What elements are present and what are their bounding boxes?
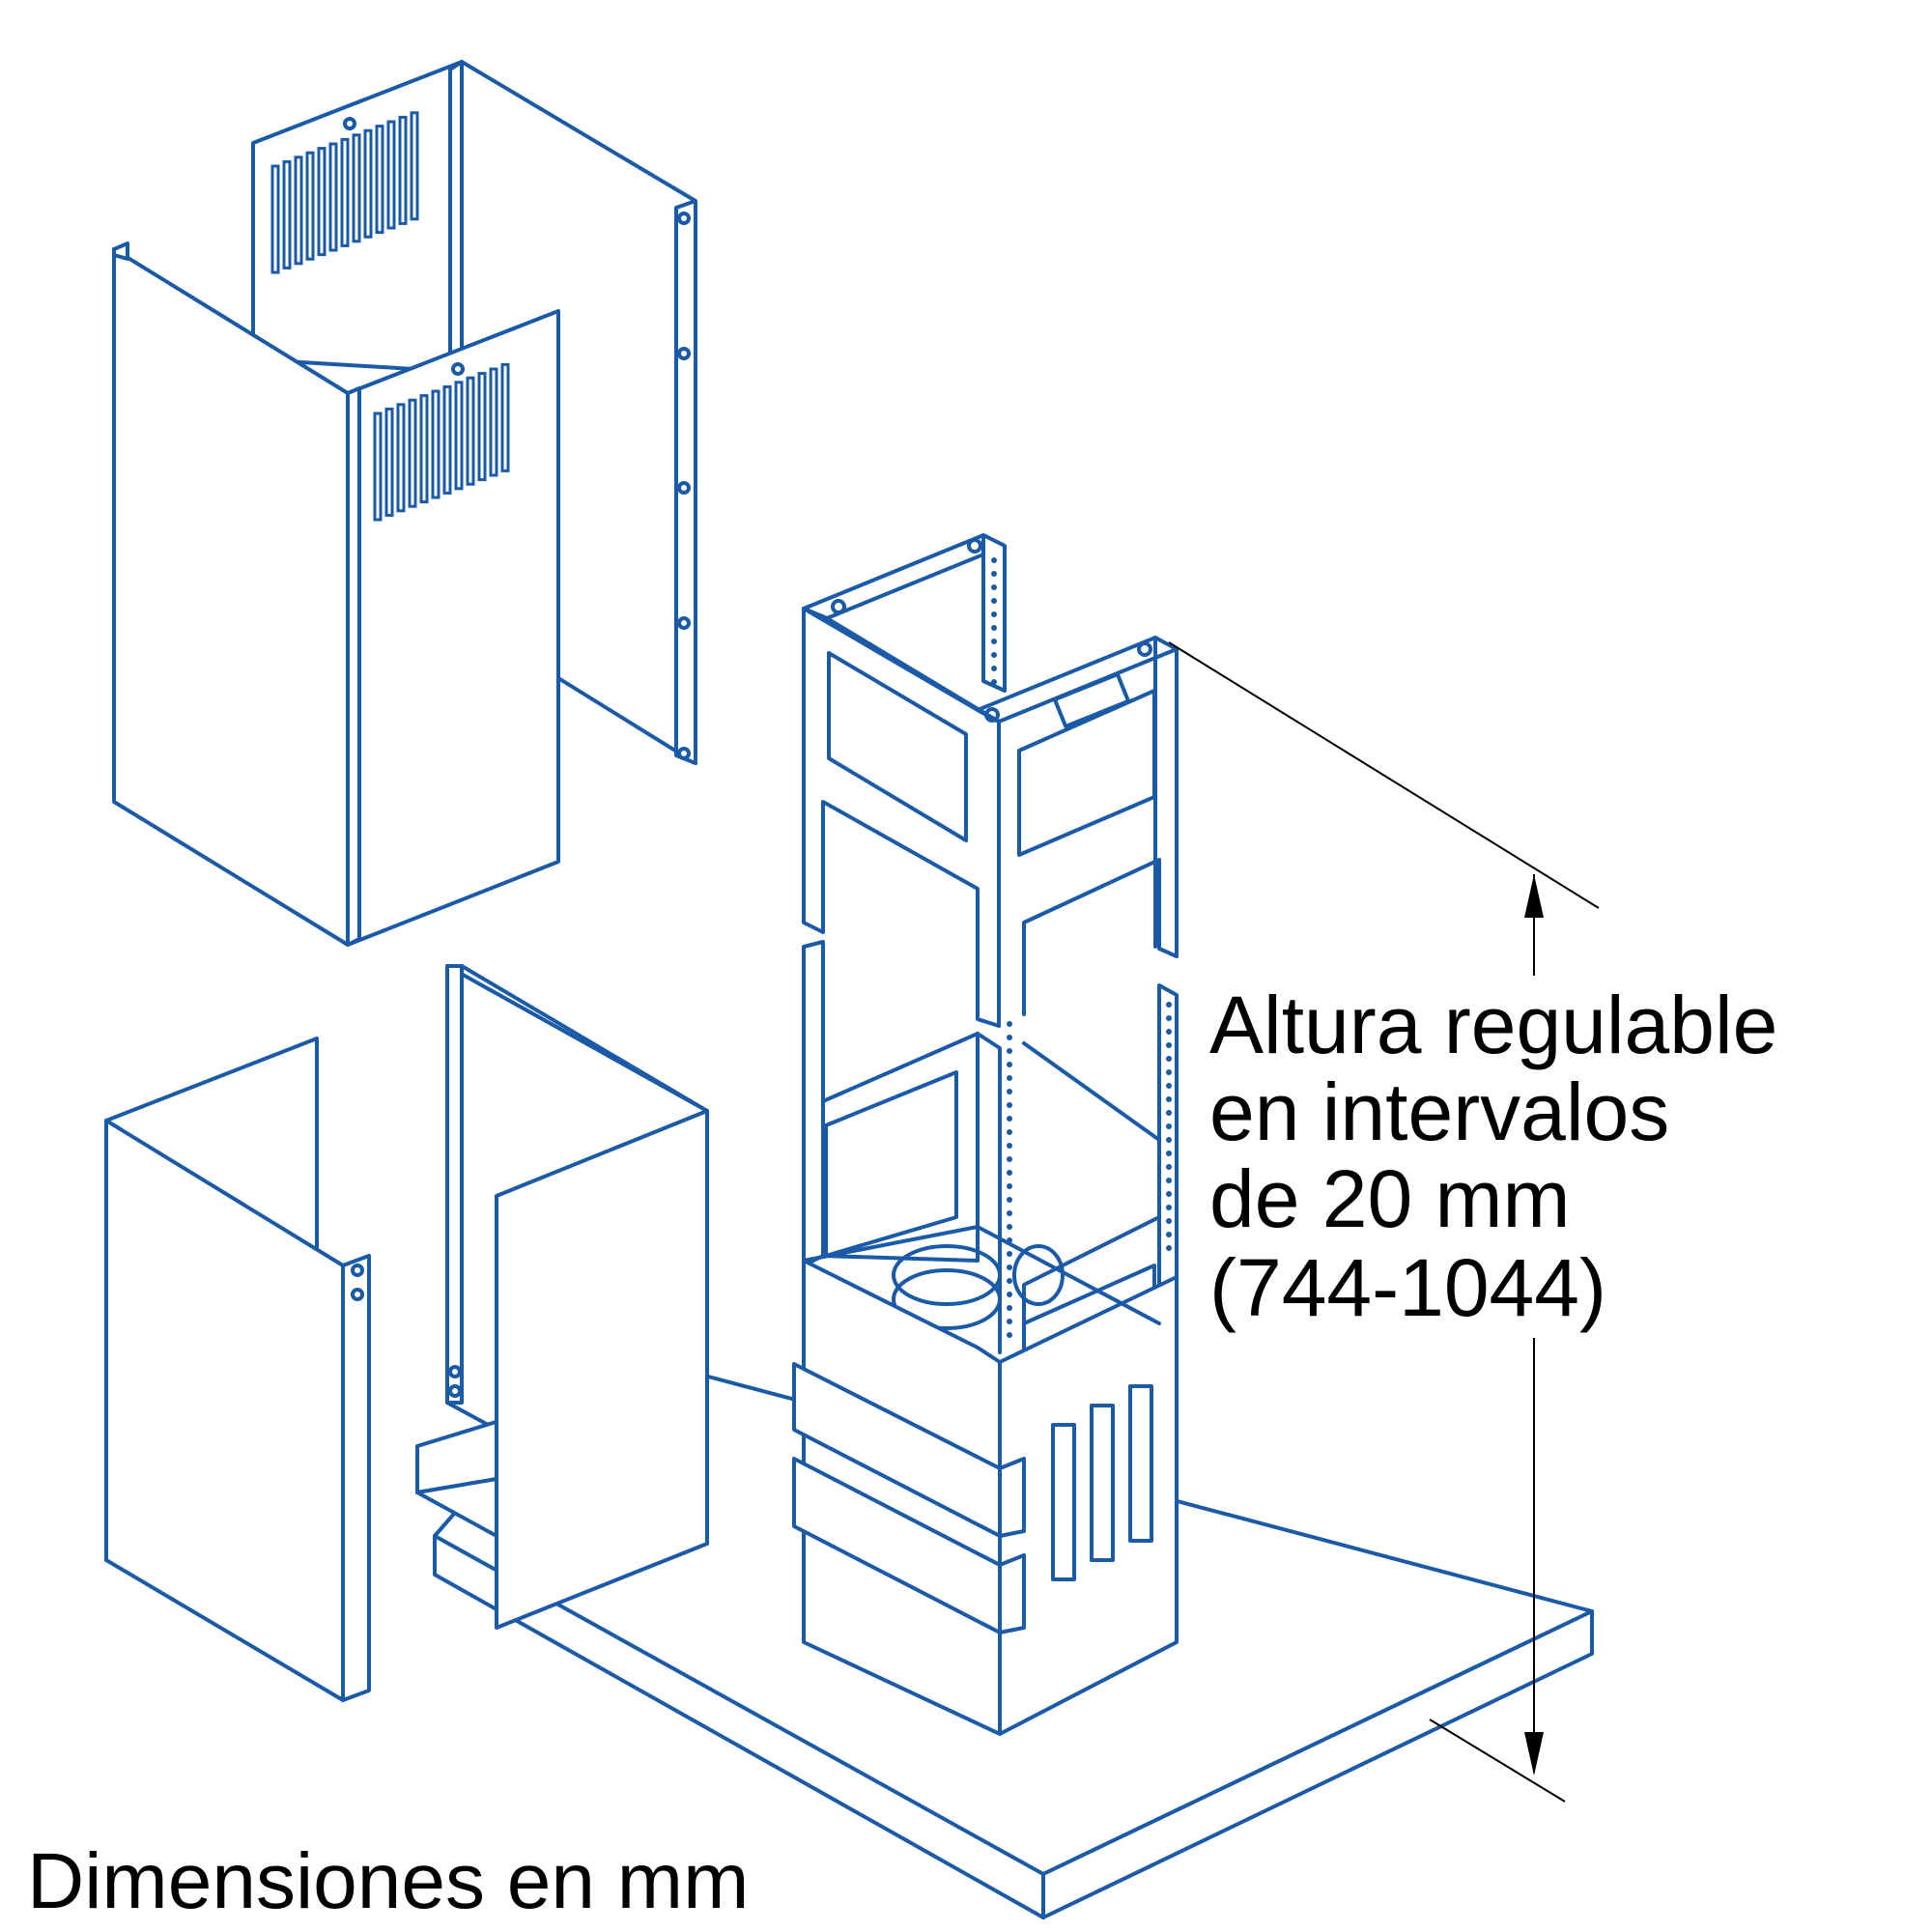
perforation-hole <box>991 571 997 577</box>
lower-front-chimney-panel <box>104 1037 371 1702</box>
vent-slot <box>396 403 406 513</box>
perforation-hole <box>1166 1205 1172 1210</box>
vent-slot <box>328 142 338 252</box>
perforation-hole <box>1007 1210 1012 1216</box>
perforation-hole <box>991 611 997 617</box>
dimension-label-line-1: Altura regulable <box>1209 980 1777 1070</box>
perforation-hole <box>1166 1069 1172 1075</box>
perforation-hole <box>1166 1137 1172 1143</box>
perforation-hole <box>1007 1251 1012 1257</box>
vent-slot <box>408 398 417 508</box>
perforation-hole <box>1007 1062 1012 1067</box>
units-note: Dimensiones en mm <box>27 1837 749 1925</box>
dimension-label-line-4: (744-1044) <box>1209 1242 1606 1333</box>
perforation-hole <box>991 652 997 658</box>
dimension-arrow-down <box>1524 1732 1544 1776</box>
perforation-hole <box>991 584 997 590</box>
perforation-hole <box>1007 1319 1012 1324</box>
vent-slot <box>384 407 394 517</box>
lower-back-chimney-panel <box>415 964 709 1630</box>
vent-slot <box>386 120 396 230</box>
vent-slot <box>282 159 292 270</box>
perforation-hole <box>1007 1278 1012 1284</box>
perforation-hole <box>991 639 997 644</box>
perforation-hole <box>991 666 997 671</box>
vent-slot <box>363 128 373 239</box>
perforation-hole <box>1007 1197 1012 1203</box>
vent-slot <box>317 147 327 257</box>
perforation-hole <box>1007 1021 1012 1027</box>
perforation-hole <box>1007 1116 1012 1122</box>
perforation-hole <box>1007 1075 1012 1081</box>
perforation-hole <box>1007 1143 1012 1149</box>
perforation-hole <box>1166 1178 1172 1183</box>
perforation-hole <box>1166 1015 1172 1021</box>
vent-slot <box>442 384 452 495</box>
perforation-hole <box>991 679 997 685</box>
vent-slot <box>489 367 498 477</box>
perforation-hole <box>1007 1264 1012 1270</box>
perforation-hole <box>1166 1083 1172 1089</box>
height-dimension <box>1168 641 1600 1803</box>
upper-back-vent-slots <box>270 111 419 274</box>
perforation-hole <box>1007 1129 1012 1135</box>
perforation-hole <box>1007 1332 1012 1338</box>
vent-slot <box>477 372 487 482</box>
perforation-hole <box>1166 1110 1172 1116</box>
perforation-hole <box>1007 1170 1012 1176</box>
perforation-hole <box>1007 1048 1012 1054</box>
dimension-label-line-2: en intervalos <box>1209 1066 1669 1157</box>
perforation-hole <box>1166 1232 1172 1237</box>
vent-slot <box>340 137 350 247</box>
vent-slot <box>410 111 419 221</box>
upper-front-vent-slots <box>373 362 510 522</box>
perforation-hole <box>1166 1245 1172 1251</box>
vent-slot <box>352 133 361 243</box>
perforation-hole <box>1166 1191 1172 1197</box>
vent-slot <box>305 151 315 261</box>
perforation-hole <box>1166 1123 1172 1129</box>
vent-slot <box>500 362 510 472</box>
dimension-label-line-3: de 20 mm <box>1209 1153 1571 1244</box>
vent-slot <box>398 115 408 225</box>
perforation-hole <box>1166 1002 1172 1008</box>
perforation-hole <box>991 557 997 563</box>
vent-slot <box>419 394 429 504</box>
perforation-hole <box>1007 1292 1012 1297</box>
dimension-arrow-up <box>1524 874 1544 918</box>
vent-slot <box>466 376 475 486</box>
perforation-hole <box>1166 1096 1172 1102</box>
perforation-hole <box>991 598 997 604</box>
vent-slot <box>454 381 464 491</box>
perforation-hole <box>1166 1042 1172 1048</box>
perforation-hole <box>1007 1089 1012 1094</box>
perforation-hole <box>1166 1029 1172 1035</box>
vent-slot <box>270 164 280 274</box>
perforation-hole <box>1166 1218 1172 1224</box>
perforation-hole <box>1007 1305 1012 1311</box>
telescopic-support-frame <box>792 533 1179 1736</box>
perforation-hole <box>1007 1237 1012 1243</box>
perforation-hole <box>1007 1035 1012 1040</box>
vent-slot <box>373 412 383 522</box>
frame-perforations <box>991 557 1172 1338</box>
perforation-hole <box>1007 1224 1012 1230</box>
perforation-hole <box>991 625 997 631</box>
vent-slot <box>431 389 440 499</box>
upper-front-chimney-panel <box>112 242 560 947</box>
perforation-hole <box>1166 1164 1172 1170</box>
perforation-hole <box>1007 1183 1012 1189</box>
perforation-hole <box>1166 1056 1172 1062</box>
perforation-hole <box>1007 1102 1012 1108</box>
vent-slot <box>375 125 384 235</box>
vent-slot <box>294 156 303 266</box>
perforation-hole <box>1166 1151 1172 1156</box>
perforation-hole <box>1007 1156 1012 1162</box>
